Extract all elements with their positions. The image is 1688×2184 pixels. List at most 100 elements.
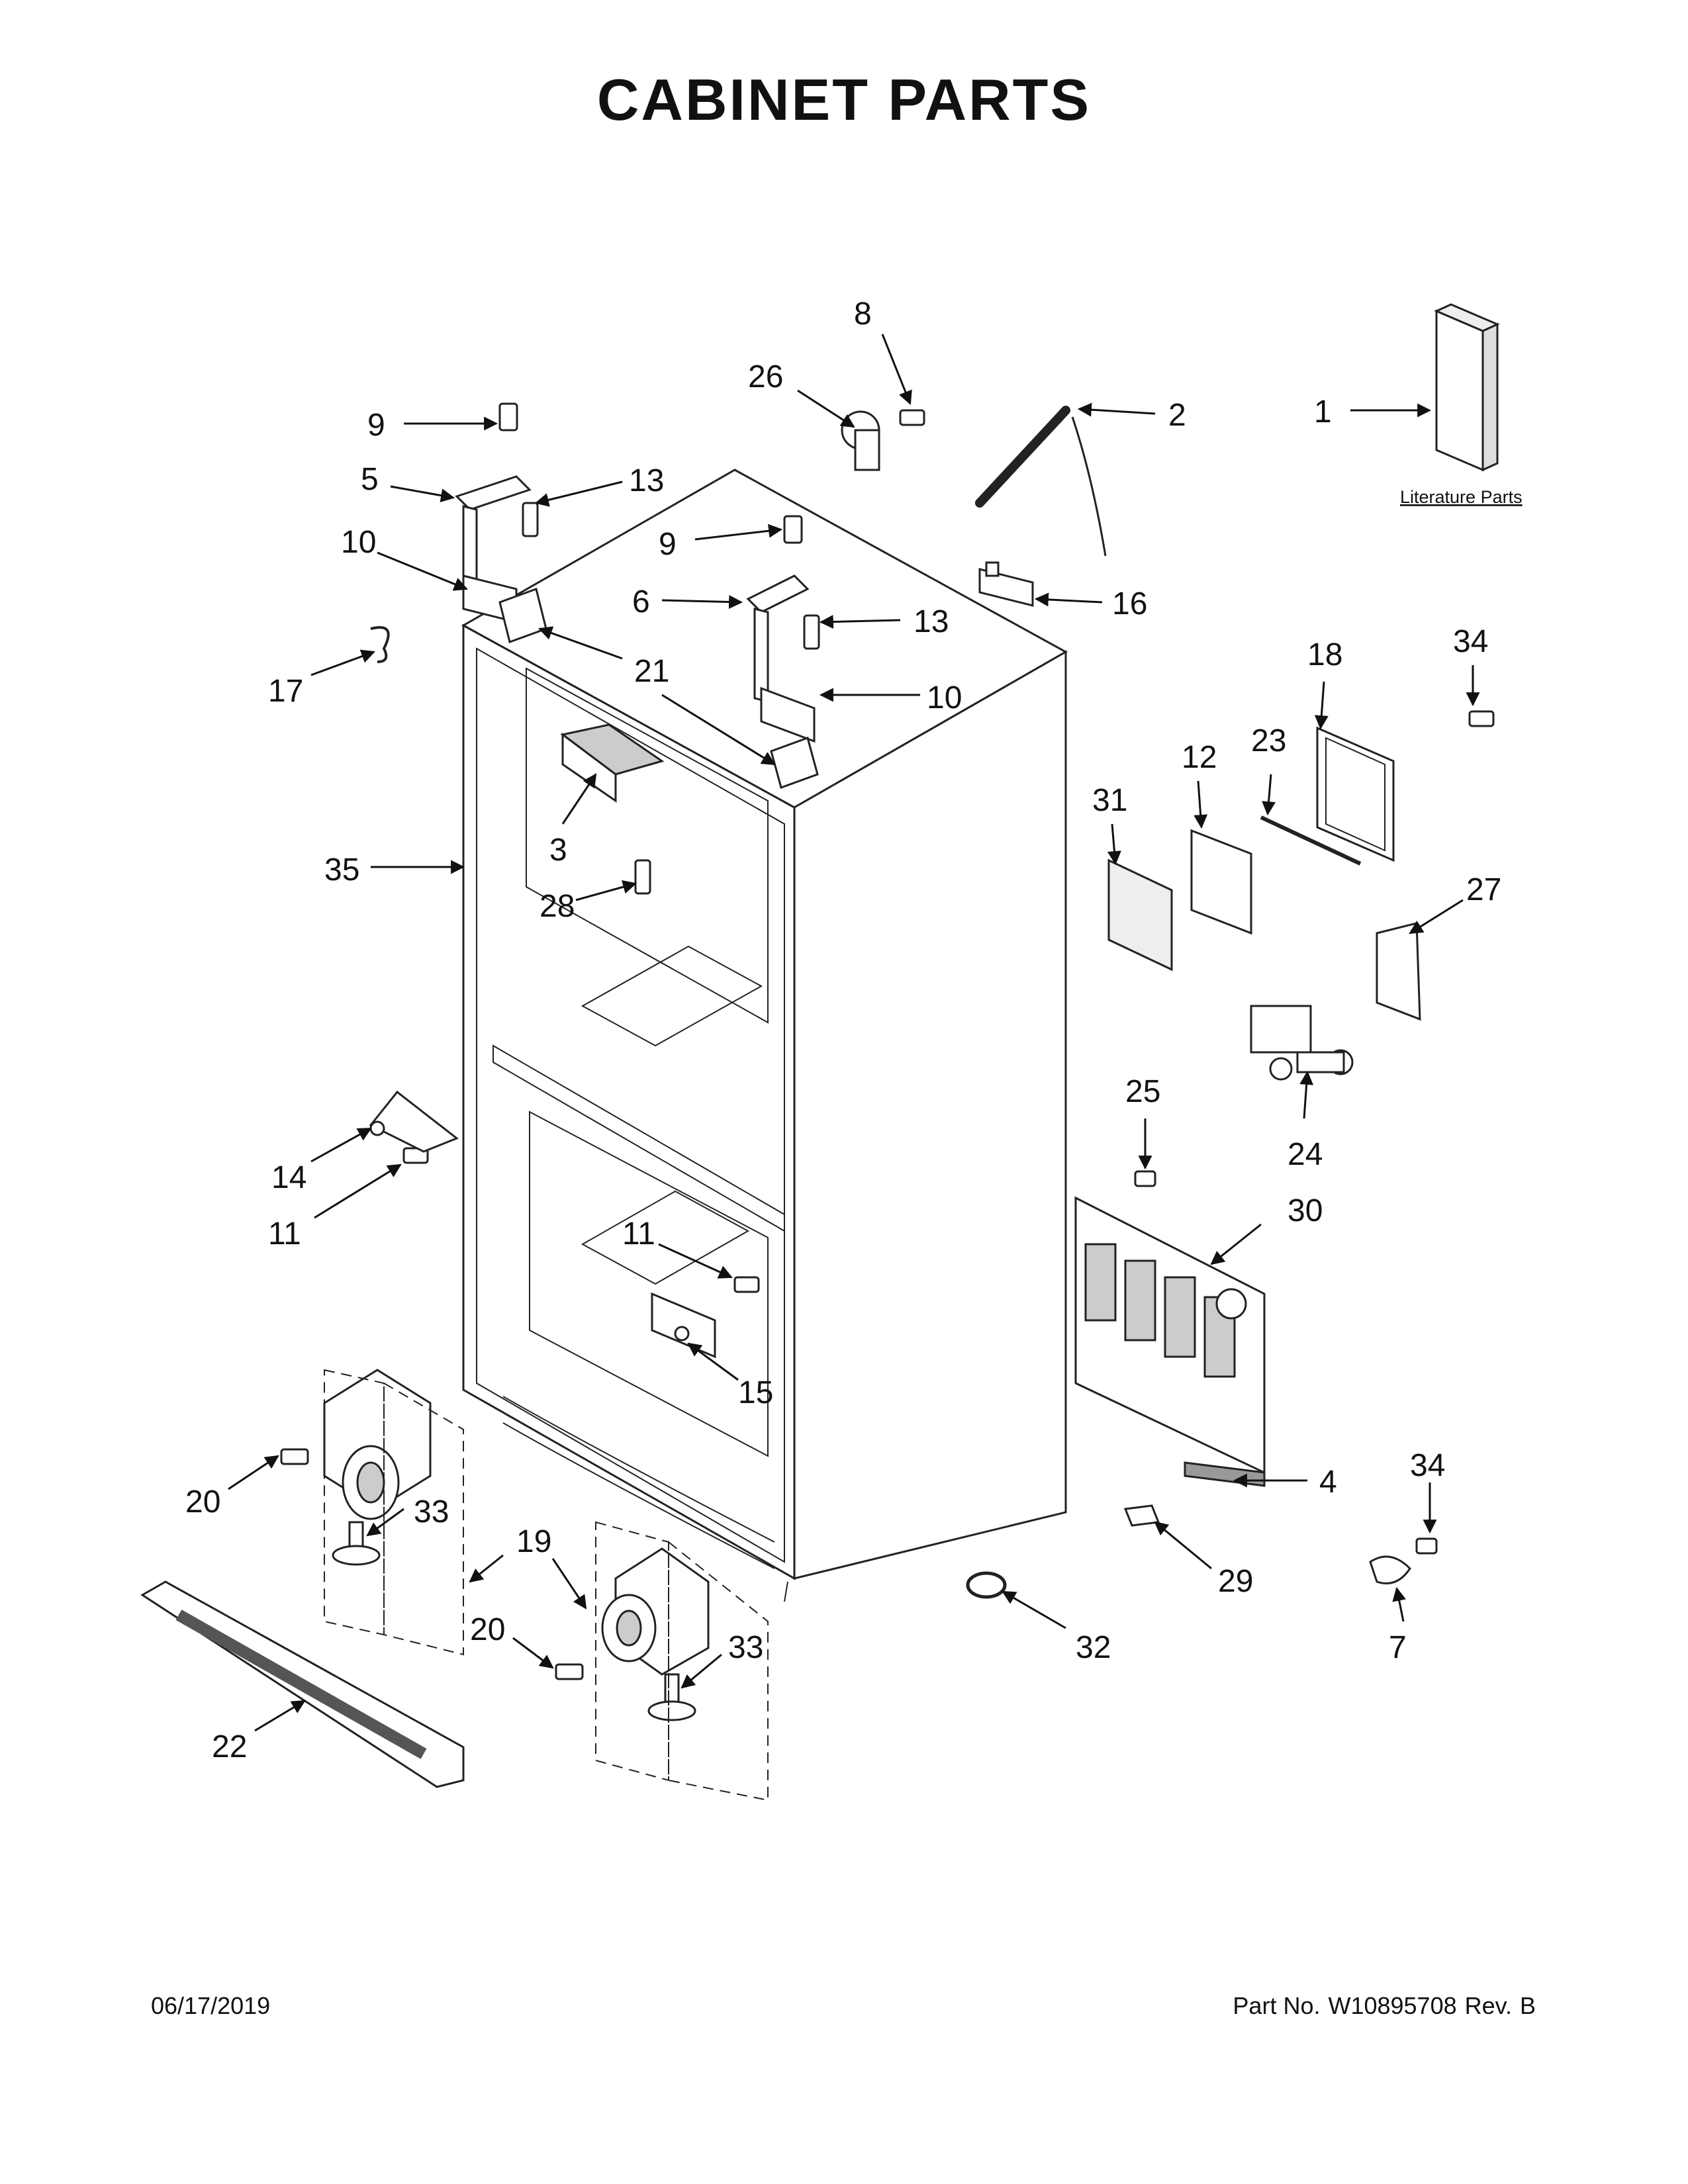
callout-11a: 11 (268, 1216, 301, 1251)
callout-21a: 21 (634, 654, 669, 689)
callout-19: 19 (516, 1524, 551, 1559)
callout-9a: 9 (367, 408, 385, 443)
control-board-31-shape (1107, 858, 1173, 972)
base-grille-22-shape (140, 1580, 465, 1788)
leader-21b (661, 694, 776, 766)
literature-parts-shape (1434, 303, 1500, 472)
leader-18 (1314, 681, 1329, 730)
gasket-23-shape (1260, 815, 1362, 866)
leader-21a (538, 626, 623, 660)
callout-27: 27 (1466, 872, 1501, 907)
leader-29 (1154, 1521, 1212, 1570)
leader-10a (377, 551, 468, 591)
rev-value: B (1519, 1992, 1536, 2019)
callout-20b: 20 (470, 1612, 505, 1647)
leader-23 (1262, 774, 1276, 816)
leader-8 (881, 334, 912, 405)
callout-6: 6 (632, 584, 650, 619)
callout-8: 8 (854, 296, 872, 332)
callout-14: 14 (271, 1160, 306, 1195)
water-valve-24-shape (1250, 1005, 1354, 1081)
screws-shape (280, 402, 1495, 1680)
callout-22: 22 (212, 1729, 247, 1764)
leader-3 (561, 773, 597, 825)
literature-parts-label: Literature Parts (1400, 487, 1523, 507)
hinge-right-shape (746, 574, 816, 743)
footer-date: 06/17/2019 (151, 1992, 271, 2019)
bracket-3-shape (560, 723, 665, 803)
callout-34a: 34 (1453, 624, 1488, 659)
callout-13a: 13 (629, 463, 664, 498)
leader-33a (366, 1508, 404, 1537)
callout-16: 16 (1112, 586, 1147, 621)
callout-1: 1 (1314, 394, 1332, 430)
callout-10a: 10 (341, 525, 376, 560)
leader-32 (1002, 1590, 1066, 1629)
leader-13b (819, 615, 901, 629)
callout-20a: 20 (185, 1484, 220, 1520)
callout-32: 32 (1076, 1630, 1111, 1665)
callout-10b: 10 (927, 680, 962, 715)
callout-3: 3 (549, 833, 567, 868)
callout-2: 2 (1168, 398, 1186, 433)
leader-22 (254, 1700, 306, 1732)
bracket-26-shape (841, 410, 880, 471)
part-no-value: W10895708 (1328, 1992, 1457, 2019)
access-cover-18-shape (1316, 726, 1395, 862)
grille-30-shape (1074, 1196, 1266, 1475)
callout-25: 25 (1125, 1074, 1160, 1109)
callout-12: 12 (1182, 740, 1217, 775)
callout-11b: 11 (622, 1216, 655, 1251)
clamp-7-shape (1369, 1555, 1411, 1584)
callout-4: 4 (1319, 1465, 1337, 1500)
bracket-15-shape (651, 1292, 716, 1359)
callout-9b: 9 (659, 527, 677, 562)
leader-31 (1107, 823, 1121, 866)
callout-5: 5 (361, 462, 379, 497)
leader-15 (687, 1342, 739, 1381)
leader-6 (661, 595, 743, 610)
wheel-assembly-left-shape (323, 1369, 464, 1656)
callout-33a: 33 (414, 1494, 449, 1529)
rev-label: Rev. (1464, 1992, 1512, 2019)
callout-30: 30 (1288, 1193, 1323, 1228)
bracket-14-shape (369, 1090, 459, 1153)
clip-16-shape (978, 561, 1034, 607)
footer-part-number: Part No. W10895708 Rev. B (1225, 1992, 1536, 2020)
frame-21-shapes (498, 588, 819, 789)
leader-26 (797, 389, 855, 428)
cover-12-shape (1190, 829, 1252, 935)
leader-19b (551, 1558, 587, 1610)
leader-11b (658, 1243, 733, 1279)
leader-2 (1077, 402, 1156, 417)
page-title: CABINET PARTS (596, 67, 1092, 132)
callout-26: 26 (748, 359, 783, 394)
leader-24 (1299, 1070, 1314, 1119)
callout-33b: 33 (728, 1630, 763, 1665)
callout-17: 17 (268, 674, 303, 709)
leader-33b (680, 1653, 722, 1689)
callout-29: 29 (1218, 1564, 1253, 1599)
callout-23: 23 (1251, 723, 1286, 758)
leader-7 (1392, 1586, 1407, 1622)
leader-28 (575, 880, 637, 901)
clip-29-shape (1123, 1504, 1160, 1527)
tape-17-shape (370, 626, 390, 663)
leader-9b (694, 523, 783, 541)
callout-7: 7 (1389, 1630, 1407, 1665)
leader-13a (534, 480, 623, 507)
water-tube-shape (975, 406, 1107, 557)
callout-13b: 13 (914, 604, 949, 639)
callout-24: 24 (1288, 1137, 1323, 1172)
leader-14 (310, 1127, 372, 1163)
wheel-assembly-right-shape (595, 1521, 769, 1801)
leader-20a (228, 1455, 279, 1490)
callout-15: 15 (738, 1375, 773, 1410)
leader-12 (1194, 780, 1208, 829)
part-no-label: Part No. (1233, 1992, 1321, 2019)
callout-35: 35 (324, 852, 359, 887)
leader-17 (310, 649, 375, 676)
leader-19a (469, 1554, 504, 1583)
callout-34b: 34 (1410, 1448, 1445, 1483)
